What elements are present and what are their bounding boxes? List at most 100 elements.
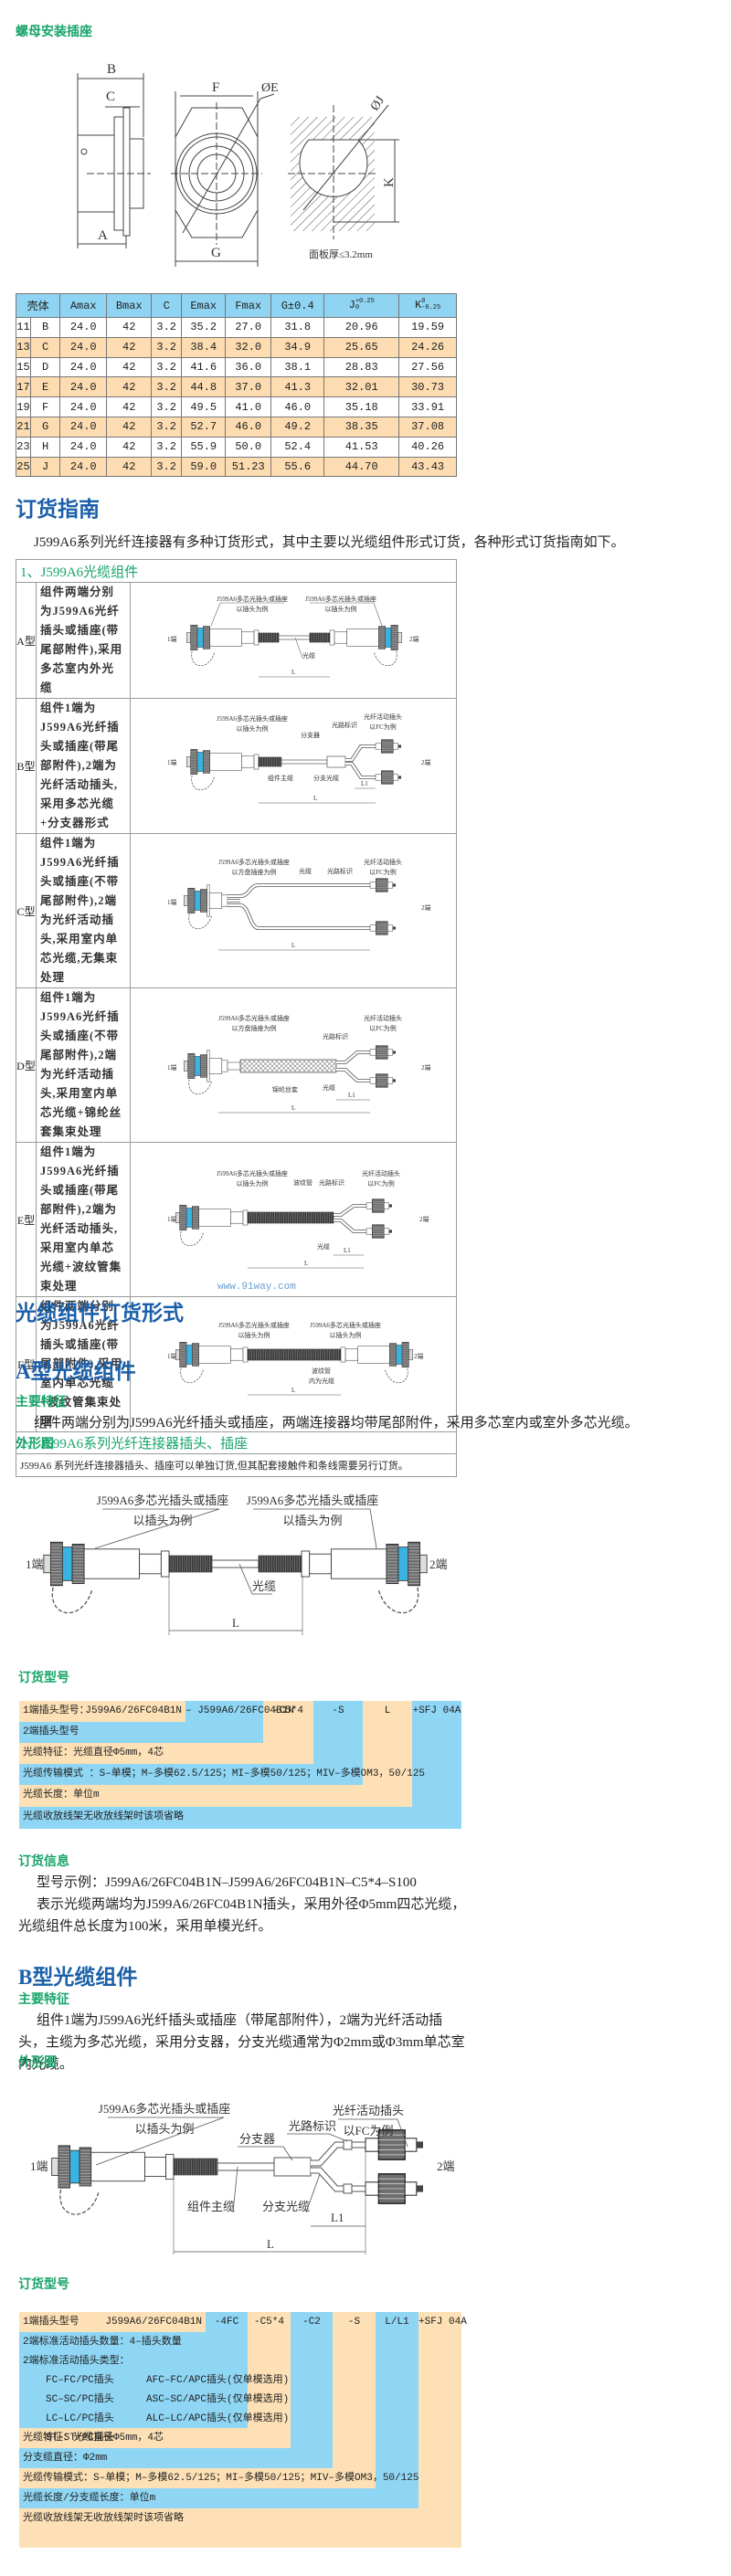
table-cell: 17: [16, 376, 31, 398]
dust-cap: [184, 1060, 188, 1072]
backshell-nut: [340, 1346, 346, 1363]
col-fmax: Fmax: [225, 293, 272, 318]
end-2-label: 2端: [419, 1215, 429, 1223]
backshell-body: [330, 1548, 387, 1579]
dust-cap-chain: [191, 647, 215, 666]
connector-label: J599A6多芯光插头或插座: [247, 1494, 378, 1507]
diagram-type-c: 1端 2端 J599A6多芯光插头或插座 以方盘插座为例 光缆 光路标识 光纤活…: [167, 858, 431, 951]
table-cell: 42: [106, 376, 153, 398]
table-cell: 43.43: [398, 456, 457, 478]
diagram-cell: 1端 2端 J599A6多芯光插头或插座 以方盘插座为例 光缆 光路标识 光纤活…: [130, 833, 457, 988]
table-cell: 42: [106, 456, 153, 478]
knurled-nut: [390, 624, 398, 650]
receptacle-body: [208, 892, 223, 909]
receptacle-nut: [221, 894, 228, 907]
table-cell: 24.0: [59, 356, 108, 378]
backshell-adapter: [139, 1553, 162, 1575]
end-2-label: 2端: [421, 1063, 431, 1072]
connector-example-label: 以插头为例: [237, 724, 269, 733]
dim-j-label: ØJ: [368, 93, 388, 113]
fc-boot: [369, 1077, 376, 1083]
table-cell: 3.2: [151, 456, 183, 478]
main-cable-label: 组件主缆: [268, 774, 293, 782]
col-bmax: Bmax: [106, 293, 153, 318]
knurled-nut: [401, 1342, 409, 1367]
table-cell: 49.5: [181, 396, 227, 417]
fc-body: [387, 924, 394, 932]
backshell-nut: [253, 629, 260, 645]
table-cell: 23: [16, 436, 31, 458]
section-2-header: 2、J599A6系列光纤连接器插头、插座: [16, 1431, 457, 1454]
table-cell: 19: [16, 396, 31, 417]
fc-connector: [369, 1044, 396, 1060]
code-segment: +SFJ 04A: [418, 2317, 467, 2328]
fc-example-label: 以FC为例: [367, 1179, 395, 1188]
dust-cap: [408, 1349, 413, 1360]
end-1-label: 1端: [167, 635, 177, 643]
knurled-nut: [187, 888, 196, 913]
fc-connector: [369, 921, 396, 935]
table-cell: 32.01: [323, 376, 400, 398]
backshell-adapter: [230, 1211, 244, 1223]
dust-cap-chain: [191, 772, 215, 791]
type-label: E型: [16, 1142, 37, 1297]
fc-ferrule: [416, 2185, 423, 2192]
dust-cap: [43, 1554, 51, 1574]
a-model-example: 型号示例：J599A6/26FC04B1N–J599A6/26FC04B1N–C…: [37, 1875, 417, 1890]
backshell-body: [209, 628, 242, 647]
code-segment: +SFJ 04A: [412, 1705, 461, 1716]
code-segment: – J599A6/26FC04B1N: [185, 1705, 294, 1716]
branch-cable-label: 分支光缆: [313, 774, 339, 782]
connector-type-option: SC–SC/PC插头: [46, 2394, 114, 2405]
diagram-type-e: 1端 2端 J599A6多芯光插头或插座 以插头为例 波纹管 光路标识 光纤活动…: [167, 1169, 429, 1268]
dim-a-label: A: [98, 228, 108, 243]
table-cell: 27.0: [225, 317, 272, 338]
ordering-guide-intro: J599A6系列光纤连接器有多种订货形式，其中主要以光缆组件形式订货，各种形式订…: [34, 535, 625, 550]
blue-band: [194, 891, 201, 911]
code-description: 1端插头型号：: [23, 1705, 90, 1716]
diagram-cell: 1端 2端 J599A6多芯光插头或插座 以插头为例 J599A6多芯光插头或插…: [130, 1296, 457, 1432]
connector-example-label: 以插头为例: [238, 1331, 270, 1339]
backshell-nut: [165, 2153, 175, 2180]
panel-flange: [207, 1049, 210, 1082]
code-segment: J599A6/26FC04B1N: [105, 2317, 202, 2328]
table-cell: 55.9: [181, 436, 227, 458]
table-cell: 52.7: [181, 416, 227, 438]
b-order-heading: 订货型号: [18, 2276, 69, 2291]
corrugated-tube-label: 波纹管: [293, 1178, 313, 1187]
table-cell: 3.2: [151, 376, 183, 398]
table-cell: 35.2: [181, 317, 227, 338]
splitter-label: 分支器: [239, 2132, 275, 2146]
table-cell: 24.0: [59, 416, 108, 438]
table-cell: 24.0: [59, 376, 108, 398]
fc-boot: [369, 924, 376, 932]
tail-tube: [173, 2158, 218, 2176]
code-description: 光缆长度/分支缆长度：单位m: [23, 2493, 156, 2504]
col-shell: 壳体: [15, 293, 61, 318]
type-description: 组件两端分别为J599A6光纤插头或插座(带尾部附件),采用多芯室内外光缆: [36, 582, 131, 699]
j599-plug-left: [175, 1342, 249, 1384]
fc-boot: [365, 2181, 379, 2196]
fc-boot: [365, 2138, 379, 2152]
table-cell: 46.0: [270, 396, 325, 417]
connector-example-label: 以插头为例: [282, 1514, 342, 1527]
table-cell: 41.53: [323, 436, 400, 458]
route-id-label: 光路标识: [319, 1178, 344, 1187]
blue-band: [194, 1055, 201, 1076]
main-cable: [217, 2162, 275, 2171]
table-cell: G: [29, 416, 61, 438]
code-description: 1端插头型号: [23, 2317, 79, 2328]
table-cell: 3.2: [151, 416, 183, 438]
dust-cap-chain: [180, 1365, 204, 1384]
table-cell: 42: [106, 436, 153, 458]
fc-connector: [369, 1072, 396, 1088]
table-cell: 41.0: [225, 396, 272, 417]
end-2-label: 2端: [421, 903, 431, 912]
table-cell: 42: [106, 336, 153, 358]
section-1-header: 1、J599A6光缆组件: [16, 559, 457, 583]
type-label: D型: [16, 987, 37, 1143]
table-cell: 20.96: [323, 317, 400, 338]
diagram-cell: 1端 2端 J599A6多芯光插头或插座 以插头为例 波纹管 光路标识 光纤活动…: [130, 1142, 457, 1297]
